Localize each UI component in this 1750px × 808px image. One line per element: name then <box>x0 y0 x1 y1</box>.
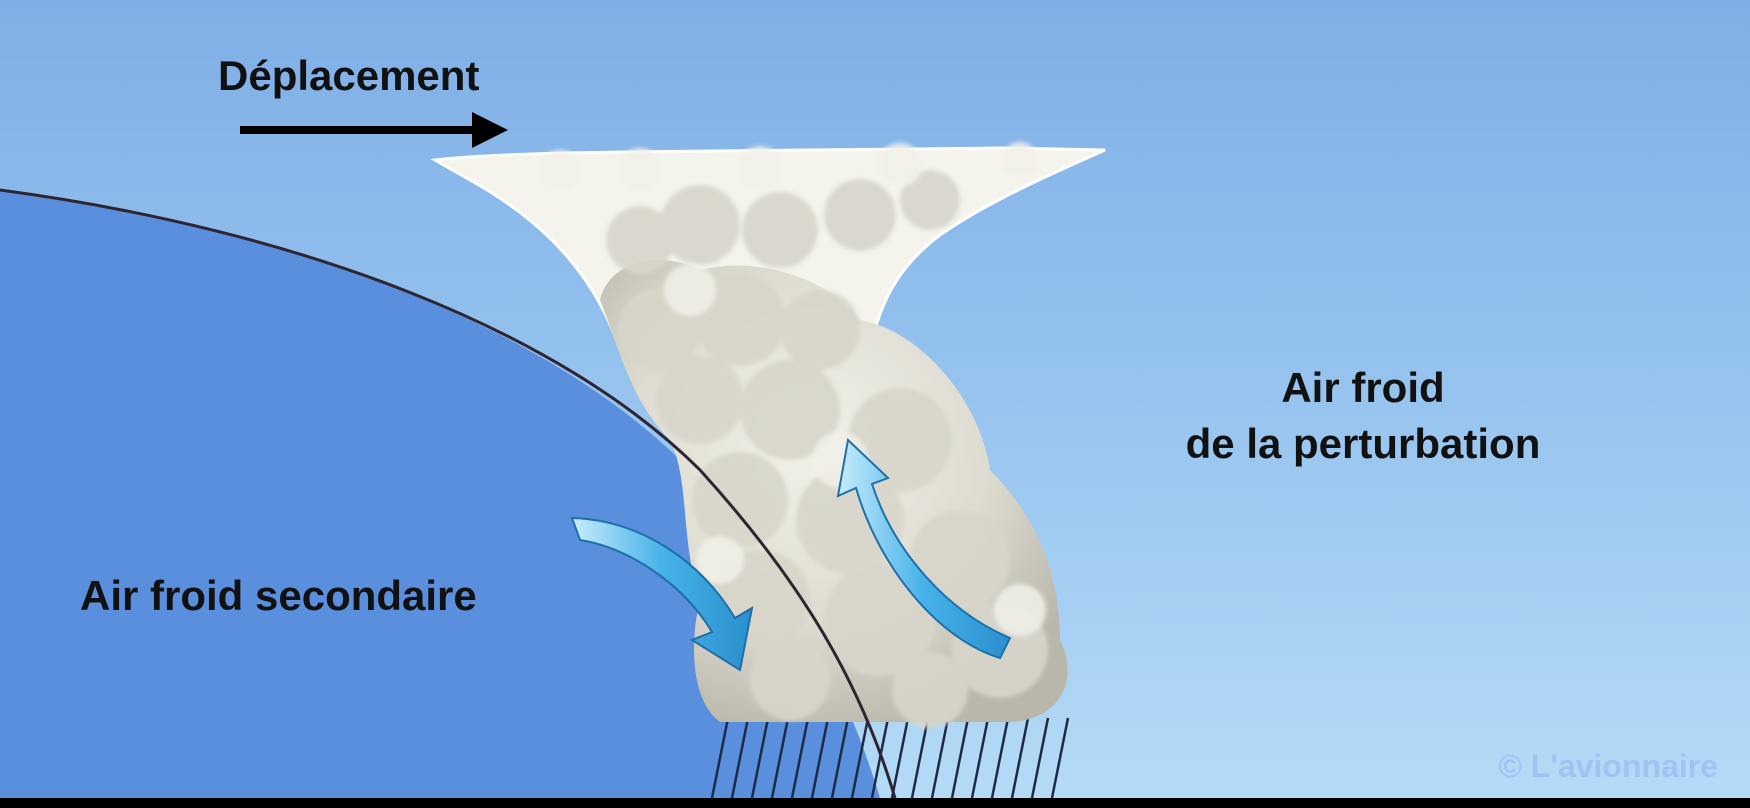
curved-up-arrow-icon <box>836 437 1012 660</box>
disturbance-cold-air-label: Air froid de la perturbation <box>1158 360 1568 472</box>
secondary-cold-air-mass <box>0 190 880 798</box>
disturbance-cold-air-line2: de la perturbation <box>1185 420 1541 467</box>
curved-down-arrow-icon <box>570 516 754 672</box>
copyright-watermark: © L'avionnaire <box>1498 748 1718 784</box>
rain-streaks <box>710 717 1070 798</box>
right-arrow-icon <box>240 112 508 148</box>
disturbance-cold-air-line1: Air froid <box>1281 364 1445 411</box>
secondary-cold-air-label: Air froid secondaire <box>80 572 477 619</box>
movement-label: Déplacement <box>218 52 480 99</box>
bottom-border <box>0 798 1750 808</box>
front-line <box>0 188 897 798</box>
